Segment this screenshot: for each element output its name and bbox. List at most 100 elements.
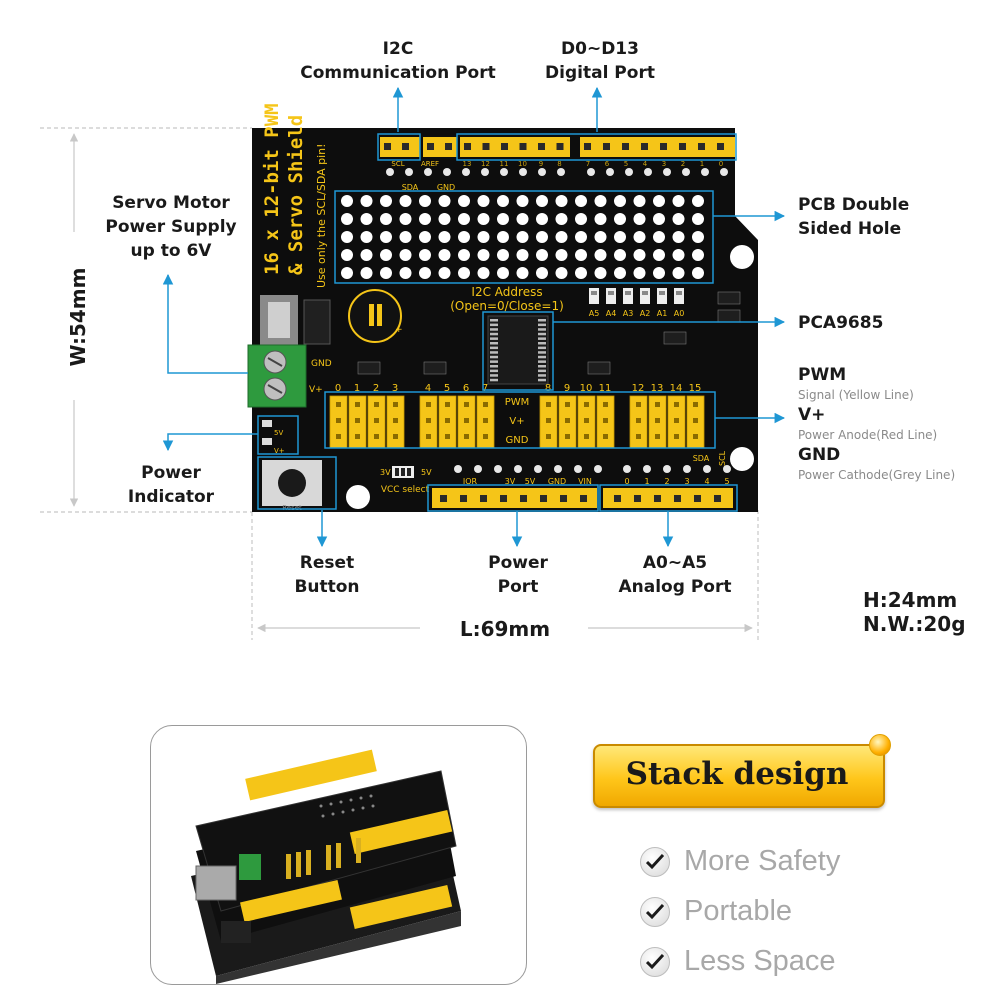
proto-hole [614, 231, 626, 243]
svg-text:GND: GND [548, 477, 566, 486]
svg-text:5: 5 [724, 477, 729, 486]
proto-hole [380, 195, 392, 207]
proto-hole [380, 267, 392, 279]
proto-hole [555, 267, 568, 279]
svg-text:SDA: SDA [402, 183, 419, 192]
proto-hole [614, 213, 626, 225]
svg-text:12: 12 [481, 160, 490, 168]
i2c-address-label: I2C Address [471, 285, 542, 299]
svg-text:A3: A3 [623, 309, 634, 318]
feature-label: More Safety [684, 845, 841, 877]
proto-hole [633, 195, 646, 207]
svg-text:SDA: SDA [693, 454, 710, 463]
board-title: 16 x 12-bit PWM [261, 103, 283, 275]
proto-hole [477, 267, 490, 279]
proto-hole [614, 267, 626, 279]
svg-text:14: 14 [670, 383, 683, 394]
proto-hole [575, 231, 587, 243]
label-pwm: PWM [798, 365, 847, 385]
svg-text:3: 3 [662, 160, 666, 168]
proto-hole [555, 249, 568, 261]
proto-hole [516, 267, 529, 279]
regulator [260, 295, 331, 345]
svg-text:A0: A0 [674, 309, 685, 318]
svg-text:IOR: IOR [463, 477, 478, 486]
svg-text:GND: GND [437, 183, 455, 192]
svg-text:5: 5 [624, 160, 628, 168]
proto-hole [692, 231, 704, 243]
svg-text:A1: A1 [657, 309, 668, 318]
proto-hole [438, 231, 451, 243]
led-5v: 5V [274, 429, 283, 437]
proto-hole [341, 249, 353, 261]
svg-text:4: 4 [425, 383, 431, 394]
proto-hole [380, 213, 392, 225]
proto-hole [633, 249, 646, 261]
proto-hole [497, 231, 509, 243]
reset-switch: Reset [262, 460, 322, 512]
svg-text:10: 10 [518, 160, 527, 168]
proto-hole [692, 213, 704, 225]
proto-hole [633, 267, 646, 279]
proto-hole [653, 267, 665, 279]
proto-hole [438, 267, 451, 279]
proto-hole [477, 213, 490, 225]
proto-hole [477, 249, 490, 261]
board-note: Use only the SCL/SDA pin! [315, 143, 328, 288]
svg-text:6: 6 [605, 160, 610, 168]
svg-text:+: + [395, 325, 403, 335]
label-height: H:24mm [863, 588, 958, 612]
proto-hole [672, 231, 685, 243]
svg-text:VCC select: VCC select [381, 485, 430, 495]
proto-hole [458, 213, 470, 225]
check-icon [640, 947, 670, 977]
mount-hole [730, 447, 754, 471]
proto-hole [497, 213, 509, 225]
proto-hole [555, 213, 568, 225]
proto-hole [594, 249, 607, 261]
dimension-lines [40, 127, 759, 640]
proto-hole [536, 267, 548, 279]
label-servo-pins: PWM Signal (Yellow Line) V+ Power Anode(… [798, 365, 998, 485]
proto-hole [614, 249, 626, 261]
svg-text:7: 7 [482, 383, 488, 394]
label-vplus-sub: Power Anode(Red Line) [798, 428, 938, 442]
mid-label-pwm: PWM [505, 397, 530, 408]
pca9685-chip [487, 315, 549, 385]
svg-text:4: 4 [643, 160, 648, 168]
svg-text:3V: 3V [380, 468, 391, 477]
board-title-band: 16 x 12-bit PWM & Servo Shield Use only … [261, 103, 328, 288]
proto-hole [477, 231, 490, 243]
mid-label-vplus: V+ [509, 416, 524, 427]
label-width: W:54mm [66, 267, 90, 367]
stack-design-title: Stack design [625, 756, 849, 792]
proto-hole [399, 249, 412, 261]
proto-hole [438, 195, 451, 207]
proto-hole [360, 249, 373, 261]
callout-boxes [257, 133, 738, 512]
proto-hole [458, 249, 470, 261]
proto-hole [516, 213, 529, 225]
svg-text:AREF: AREF [421, 160, 439, 168]
proto-hole [672, 195, 685, 207]
svg-text:3: 3 [684, 477, 689, 486]
proto-hole [419, 267, 431, 279]
proto-hole [380, 231, 392, 243]
proto-hole [536, 231, 548, 243]
proto-hole [477, 195, 490, 207]
svg-text:0: 0 [624, 477, 629, 486]
proto-hole [399, 231, 412, 243]
proto-hole [516, 195, 529, 207]
proto-hole [653, 249, 665, 261]
proto-hole [594, 231, 607, 243]
gnd-left-label: GND [311, 359, 332, 369]
proto-hole [672, 249, 685, 261]
proto-hole [653, 231, 665, 243]
proto-hole [633, 231, 646, 243]
label-weight: N.W.:20g [863, 612, 966, 636]
proto-hole [360, 213, 373, 225]
